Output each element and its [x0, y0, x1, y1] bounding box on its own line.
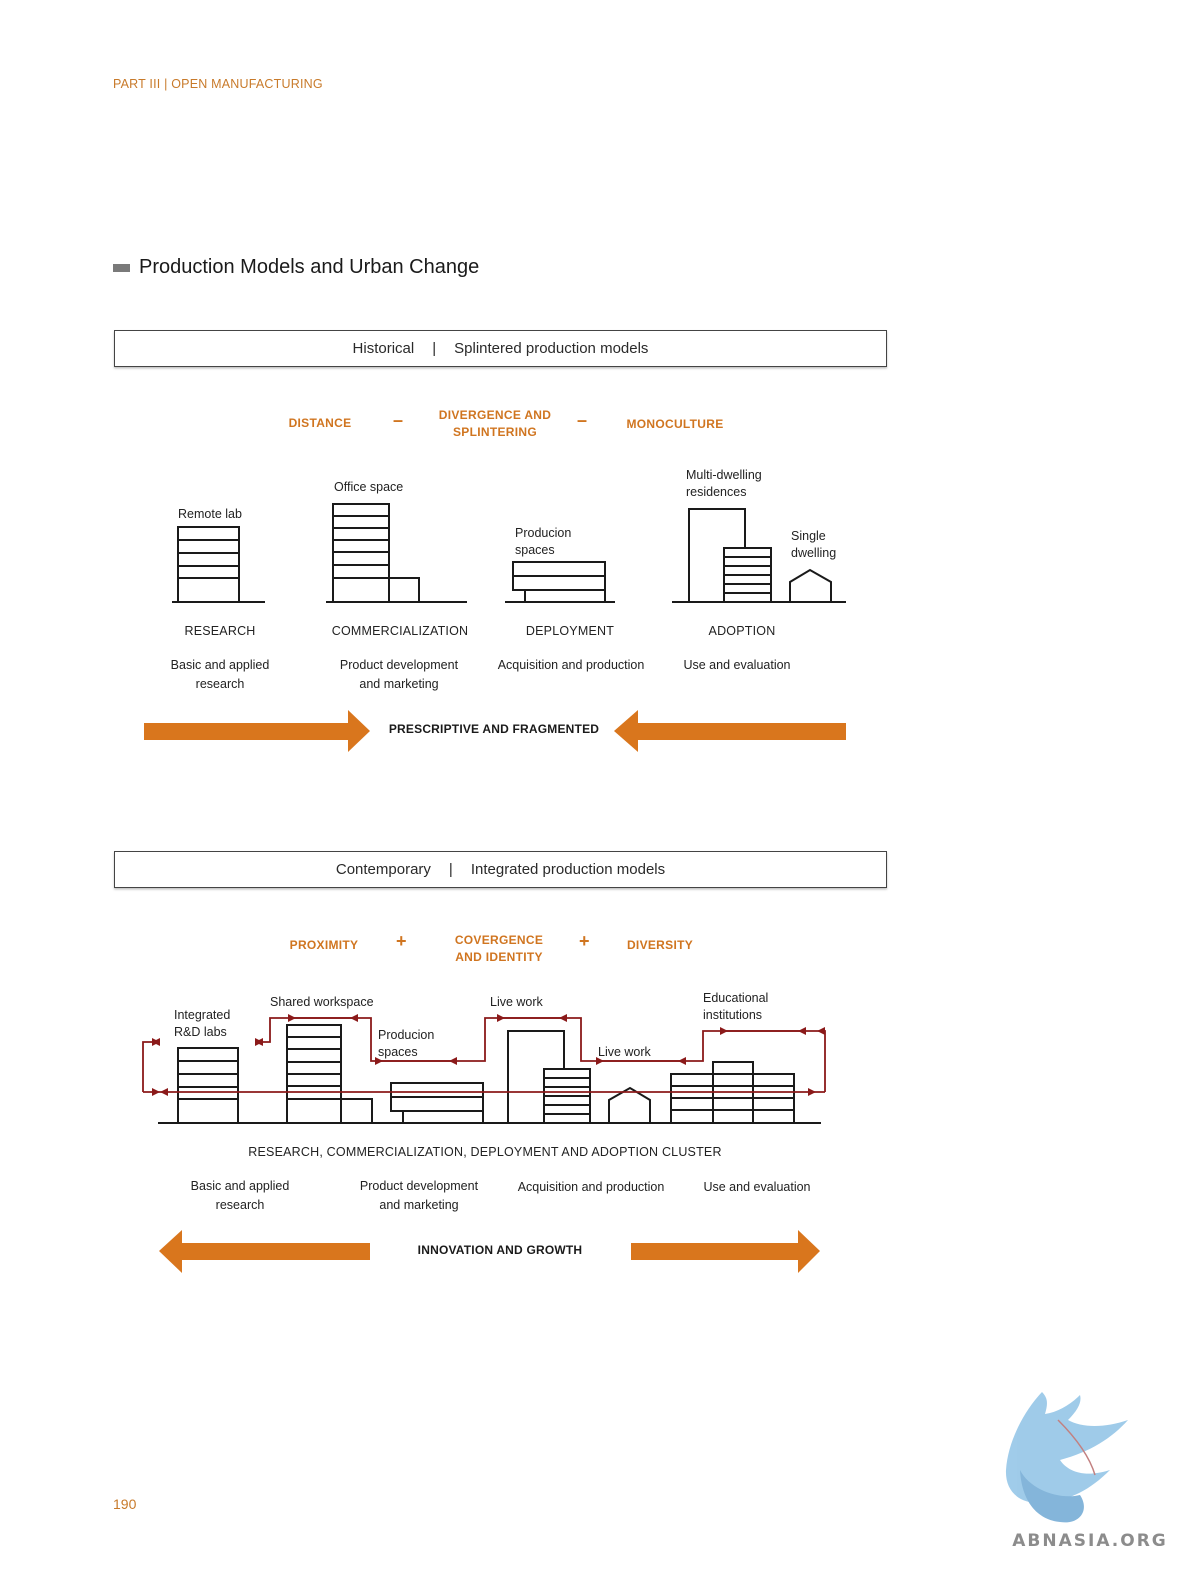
theme-operator-plus-2: +: [579, 931, 590, 951]
theme-operator-2: –: [577, 410, 588, 430]
desc-research: Basic and applied research: [170, 658, 270, 691]
label-integrated-rd: Integrated R&D labs: [174, 1008, 231, 1039]
production-spaces-icon: [505, 561, 615, 603]
remote-lab-icon: [172, 526, 265, 603]
running-header: PART III | OPEN MANUFACTURING: [113, 77, 323, 91]
label-office-space: Office space: [334, 480, 404, 494]
label-single-dwelling: Single dwelling: [791, 529, 837, 560]
label-remote-lab: Remote lab: [178, 507, 242, 521]
historical-bar-separator: |: [432, 340, 437, 357]
desc2-commercialization: Product development and marketing: [359, 1179, 479, 1212]
arrow-label-prescriptive: PRESCRIPTIVE AND FRAGMENTED: [388, 722, 600, 736]
label-live-work-1: Live work: [490, 995, 543, 1009]
arrow-left-orange-icon: [614, 710, 846, 752]
desc-adoption: Use and evaluation: [683, 658, 791, 672]
desc-commercialization: Product development and marketing: [339, 658, 459, 691]
desc2-adoption: Use and evaluation: [703, 1180, 811, 1194]
theme-distance: DISTANCE: [288, 416, 352, 430]
desc2-deployment: Acquisition and production: [517, 1180, 665, 1194]
label-multi-dwelling: Multi-dwelling residences: [686, 468, 762, 499]
watermark-logo-icon: [1005, 1392, 1128, 1523]
section-title-text: Production Models and Urban Change: [139, 256, 480, 278]
cluster-label: RESEARCH, COMMERCIALIZATION, DEPLOYMENT …: [248, 1145, 722, 1159]
theme-operator-plus-1: +: [396, 931, 407, 951]
office-space-icon: [326, 503, 467, 603]
historical-bar-right: Splintered production models: [454, 340, 649, 357]
historical-bar: Historical | Splintered production model…: [114, 330, 887, 367]
contemporary-bar-right: Integrated production models: [470, 861, 666, 878]
contemporary-bar: Contemporary | Integrated production mod…: [114, 851, 887, 888]
theme-monoculture: MONOCULTURE: [626, 417, 724, 431]
flow-network-icon: [142, 1017, 826, 1093]
theme-convergence: COVERGENCE AND IDENTITY: [454, 933, 544, 964]
page-number: 190: [113, 1496, 137, 1512]
contemporary-bar-separator: |: [448, 861, 453, 878]
theme-operator-1: –: [393, 410, 404, 430]
arrow-right-orange-icon: [144, 710, 370, 752]
residences-icon: [672, 508, 846, 603]
theme-proximity: PROXIMITY: [289, 938, 359, 952]
contemporary-bar-left: Contemporary: [335, 861, 431, 878]
flow-arrowheads-icon: [152, 1014, 825, 1096]
label-production-spaces: Producion spaces: [515, 526, 572, 557]
label-educational: Educational institutions: [703, 991, 769, 1022]
arrow-label-innovation: INNOVATION AND GROWTH: [417, 1243, 583, 1257]
desc2-research: Basic and applied research: [190, 1179, 290, 1212]
label-live-work-2: Live work: [598, 1045, 651, 1059]
stage-adoption: ADOPTION: [708, 624, 776, 638]
label-shared-workspace: Shared workspace: [270, 995, 374, 1009]
desc-deployment: Acquisition and production: [497, 658, 645, 672]
arrow-right-orange-icon-2: [631, 1230, 820, 1273]
theme-divergence: DIVERGENCE AND SPLINTERING: [438, 408, 552, 439]
theme-diversity: DIVERSITY: [626, 938, 694, 952]
label-production-spaces-2: Producion spaces: [378, 1028, 435, 1059]
cluster-buildings-icon: [158, 1024, 821, 1124]
historical-bar-left: Historical: [352, 340, 415, 357]
section-title: Production Models and Urban Change: [113, 256, 479, 279]
section-bullet-icon: [113, 263, 130, 272]
stage-research: RESEARCH: [184, 624, 256, 638]
arrow-left-orange-icon-2: [159, 1230, 370, 1273]
watermark-text: ABNASIA.ORG: [1012, 1531, 1168, 1551]
stage-commercialization: COMMERCIALIZATION: [331, 624, 469, 638]
stage-deployment: DEPLOYMENT: [525, 624, 615, 638]
